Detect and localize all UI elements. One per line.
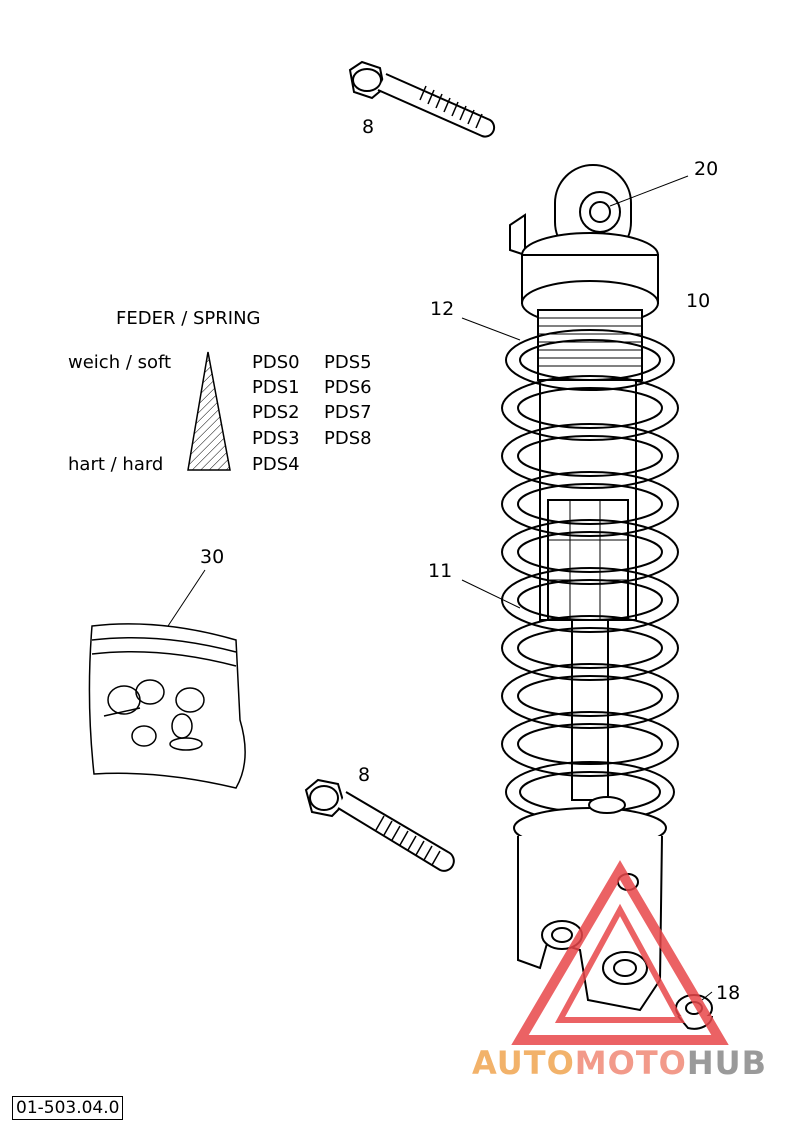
watermark-text: AUTOMOTOHUB <box>472 1044 767 1082</box>
repair-kit-drawing <box>88 623 246 789</box>
hard-label: hart / hard <box>68 454 164 475</box>
label-bushing: 18 <box>716 982 741 1004</box>
label-spring: 11 <box>428 560 453 582</box>
spring-option: PDS3 <box>252 428 300 449</box>
watermark-part-3: HUB <box>686 1044 768 1082</box>
shock-absorber-drawing <box>509 164 659 801</box>
label-adjuster-nut: 12 <box>430 298 455 320</box>
spring-option: PDS1 <box>252 377 300 398</box>
label-repair-kit: 30 <box>200 546 225 568</box>
watermark-logo <box>511 860 729 1045</box>
bolt-top-drawing <box>348 60 496 138</box>
soft-label: weich / soft <box>68 352 172 373</box>
leader-lines <box>167 175 713 1001</box>
bolt-bottom-drawing <box>304 778 455 872</box>
spring-option: PDS4 <box>252 454 300 475</box>
spring-option: PDS0 <box>252 352 300 373</box>
label-bearing: 20 <box>694 158 719 180</box>
watermark-part-2: MOTO <box>574 1044 687 1082</box>
spring-option: PDS2 <box>252 402 300 423</box>
label-bolt-top: 8 <box>362 116 375 138</box>
label-bolt-bottom: 8 <box>358 764 371 786</box>
spring-option: PDS6 <box>324 377 372 398</box>
watermark-part-1: AUTO <box>472 1044 575 1082</box>
spring-table-title: FEDER / SPRING <box>116 308 261 329</box>
spring-option: PDS7 <box>324 402 372 423</box>
spring-rate-wedge <box>187 351 231 471</box>
spring-option: PDS5 <box>324 352 372 373</box>
label-shock-absorber: 10 <box>686 290 711 312</box>
spring-option: PDS8 <box>324 428 372 449</box>
document-number: 01-503.04.0 <box>12 1096 124 1121</box>
